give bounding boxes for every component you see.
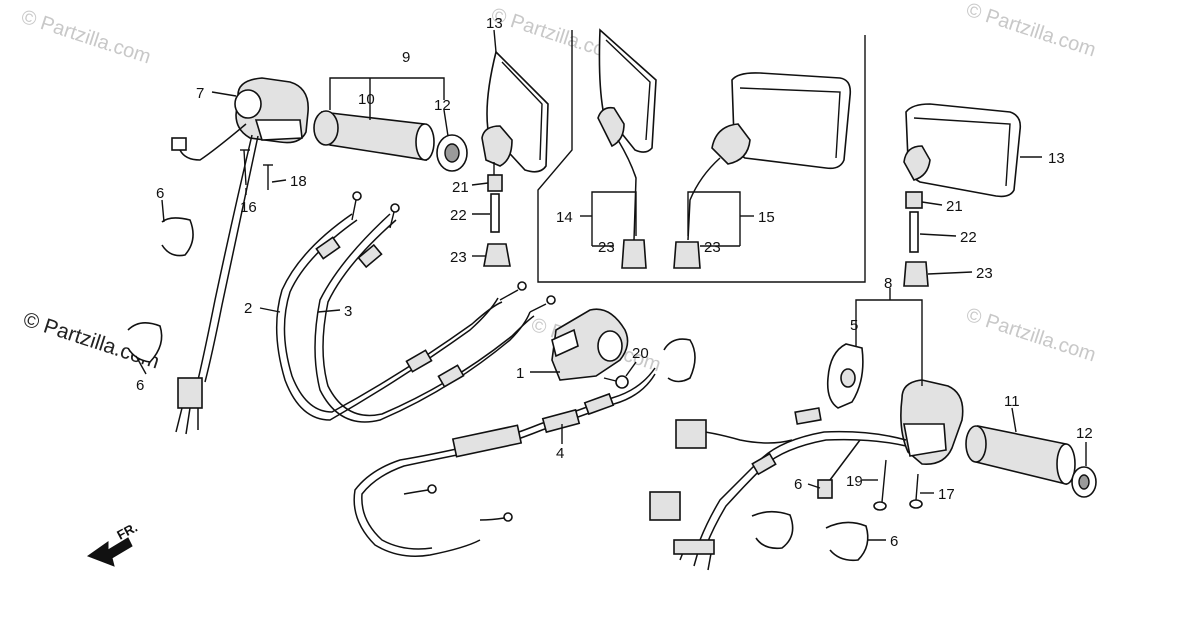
- callout-23-inset-a: 23: [598, 239, 615, 256]
- callout-4: 4: [556, 445, 564, 462]
- callout-8: 8: [884, 275, 892, 292]
- callout-23-left: 23: [450, 249, 467, 266]
- grip-end-ring-right: [1071, 466, 1097, 498]
- band-clamp: [751, 510, 794, 550]
- callout-12-right: 12: [1076, 425, 1093, 442]
- callout-18: 18: [290, 173, 307, 190]
- callout-23-right: 23: [976, 265, 993, 282]
- throttle-grip: [313, 110, 435, 161]
- left-switch-housing: [171, 77, 309, 435]
- callout-23-inset-b: 23: [704, 239, 721, 256]
- mirror-inset-14: [597, 28, 657, 269]
- callout-6-left-bottom: 6: [136, 377, 144, 394]
- right-wire-harness: [649, 407, 907, 571]
- callout-14: 14: [556, 209, 573, 226]
- callout-6-right-a: 6: [794, 476, 802, 493]
- leader-lines: [135, 29, 1087, 541]
- callout-15: 15: [758, 209, 775, 226]
- callout-13-right: 13: [1048, 150, 1065, 167]
- inset-frame: [537, 30, 866, 283]
- callout-7: 7: [196, 85, 204, 102]
- watermark: © Partzilla.com: [963, 304, 1098, 367]
- callout-16: 16: [240, 199, 257, 216]
- band-clamp: [161, 217, 194, 257]
- front-direction-indicator: FR.: [86, 520, 140, 567]
- callout-13-left: 13: [486, 15, 503, 32]
- choke-cable-4: [353, 367, 656, 557]
- callout-10: 10: [358, 91, 375, 108]
- callout-11: 11: [1004, 393, 1020, 410]
- cable-ends: [351, 191, 556, 313]
- callout-6-right-b: 6: [890, 533, 898, 550]
- mirror-left: [481, 50, 549, 267]
- screw-16: [240, 149, 250, 186]
- choke-lever-bracket: [551, 308, 629, 381]
- callout-9: 9: [402, 49, 410, 66]
- callout-19: 19: [846, 473, 863, 490]
- callout-22-right: 22: [960, 229, 977, 246]
- watermark: © Partzilla.com: [18, 6, 153, 69]
- callout-22-left: 22: [450, 207, 467, 224]
- watermark: © Partzilla.com: [963, 0, 1098, 61]
- band-clamp: [825, 521, 869, 562]
- callout-6-left-top: 6: [156, 185, 164, 202]
- screw-20: [603, 375, 629, 389]
- arrow-icon: [86, 537, 133, 567]
- screw-18: [263, 164, 273, 190]
- callout-17: 17: [938, 486, 955, 503]
- screw-19: [873, 459, 887, 511]
- band-clamp: [663, 338, 696, 383]
- screw-17: [909, 473, 923, 509]
- callout-3: 3: [344, 303, 352, 320]
- callout-12-left: 12: [434, 97, 451, 114]
- front-label: FR.: [114, 520, 140, 543]
- callout-2: 2: [244, 300, 252, 317]
- callout-5: 5: [850, 317, 858, 334]
- grip-end-ring: [436, 134, 468, 172]
- callout-21-right: 21: [946, 198, 963, 215]
- callout-20: 20: [632, 345, 649, 362]
- throttle-cable-3: [314, 213, 535, 423]
- callout-labels: 7 9 10 12 13 21 22 23 16 18 6 6 2 3 1 20…: [136, 15, 1093, 550]
- mirror-inset-15: [673, 72, 852, 269]
- callout-21-left: 21: [452, 179, 469, 196]
- mirror-right: [903, 103, 1022, 287]
- right-switch-housing: [826, 343, 964, 465]
- left-grip: [965, 425, 1076, 486]
- throttle-cable-2: [275, 213, 503, 421]
- callout-1: 1: [516, 365, 524, 382]
